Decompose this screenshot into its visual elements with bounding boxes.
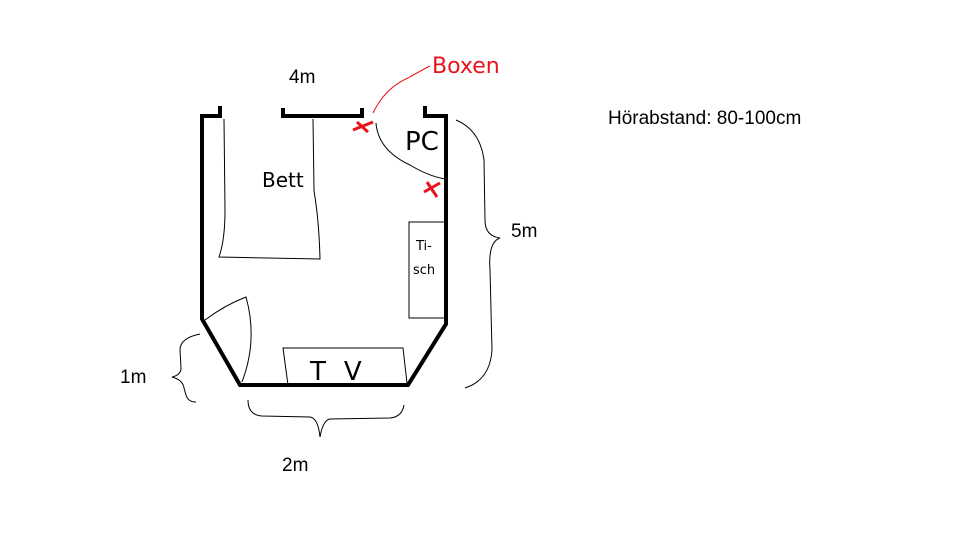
desk-label-1: Ti- <box>415 239 432 254</box>
bed-label: Bett <box>262 168 304 192</box>
brace-left <box>171 333 201 403</box>
tv-outline <box>282 347 408 386</box>
desk-outline <box>408 221 446 319</box>
bed-outline <box>218 118 321 260</box>
speaker-marker-2 <box>423 181 441 198</box>
dimension-bottom-label: 2m <box>282 455 308 476</box>
speaker-marker-1 <box>352 120 374 134</box>
pc-label: PC <box>405 127 439 157</box>
wall-top-middle <box>281 108 364 118</box>
dimension-left-label: 1m <box>120 367 146 388</box>
listening-distance-note: Hörabstand: 80-100cm <box>608 108 801 129</box>
dimension-right-label: 5m <box>511 221 537 242</box>
brace-bottom <box>247 399 405 438</box>
door-swing <box>204 296 252 383</box>
brace-right <box>455 119 501 389</box>
speakers-label: Boxen <box>432 54 500 79</box>
tv-label: TV <box>309 357 380 387</box>
dimension-top-label: 4m <box>289 67 315 88</box>
pc-area-boundary <box>375 122 446 180</box>
wall-left-and-bottom <box>200 106 448 387</box>
speaker-callout-line <box>372 65 431 114</box>
desk-label-2: sch <box>413 263 435 278</box>
